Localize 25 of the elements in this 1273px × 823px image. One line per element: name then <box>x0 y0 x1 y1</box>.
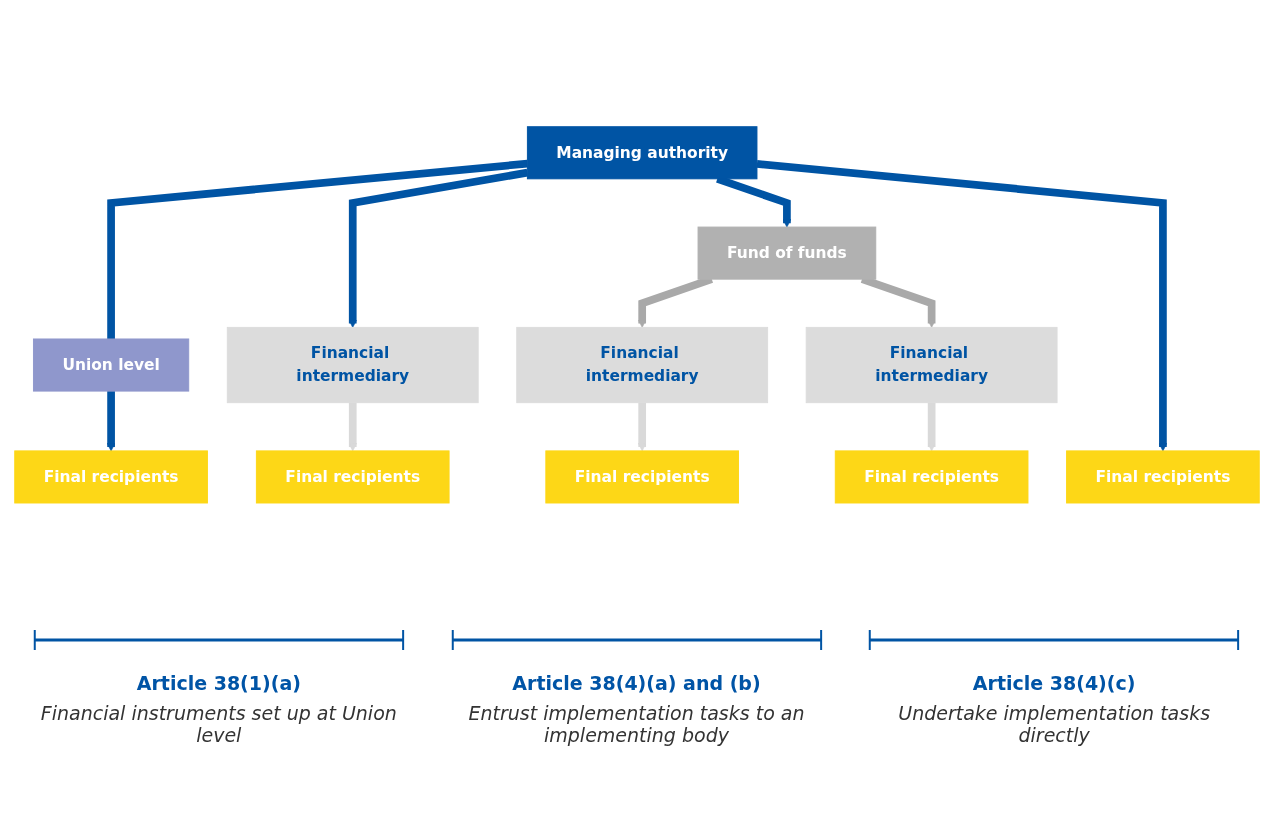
flowchart: Managing authority Union level Final recipients Financial intermediary Final recipients Fund of funds Financial intermediary Final recipients Financial intermediary Final recipients Final recipients <box>6 119 1267 511</box>
article-heading: Article 38(4)(c) <box>972 672 1136 694</box>
node-box <box>834 450 1028 504</box>
arrow <box>637 402 646 452</box>
node-box <box>526 126 757 180</box>
arrow <box>348 169 528 328</box>
node-box <box>515 327 768 404</box>
description-text: Financial instruments set up at Union level <box>39 702 398 746</box>
node-box <box>32 338 189 392</box>
arrow <box>756 160 1167 452</box>
node-box <box>1065 450 1260 504</box>
arrow <box>926 402 936 452</box>
node-box <box>226 327 479 404</box>
description-text: Entrust implementation tasks to an implementing body <box>467 702 806 746</box>
arrow <box>348 402 357 452</box>
arrow <box>106 391 115 452</box>
node-box <box>255 450 450 504</box>
node-box <box>697 226 876 280</box>
connector <box>106 159 528 340</box>
article-heading: Article 38(1)(a) <box>136 672 301 694</box>
node-box <box>805 327 1058 404</box>
description-text: Undertake implementation tasks directly <box>897 702 1212 746</box>
article-heading: Article 38(4)(a) and (b) <box>512 672 761 694</box>
node-box <box>13 450 208 504</box>
node-box <box>544 450 739 504</box>
